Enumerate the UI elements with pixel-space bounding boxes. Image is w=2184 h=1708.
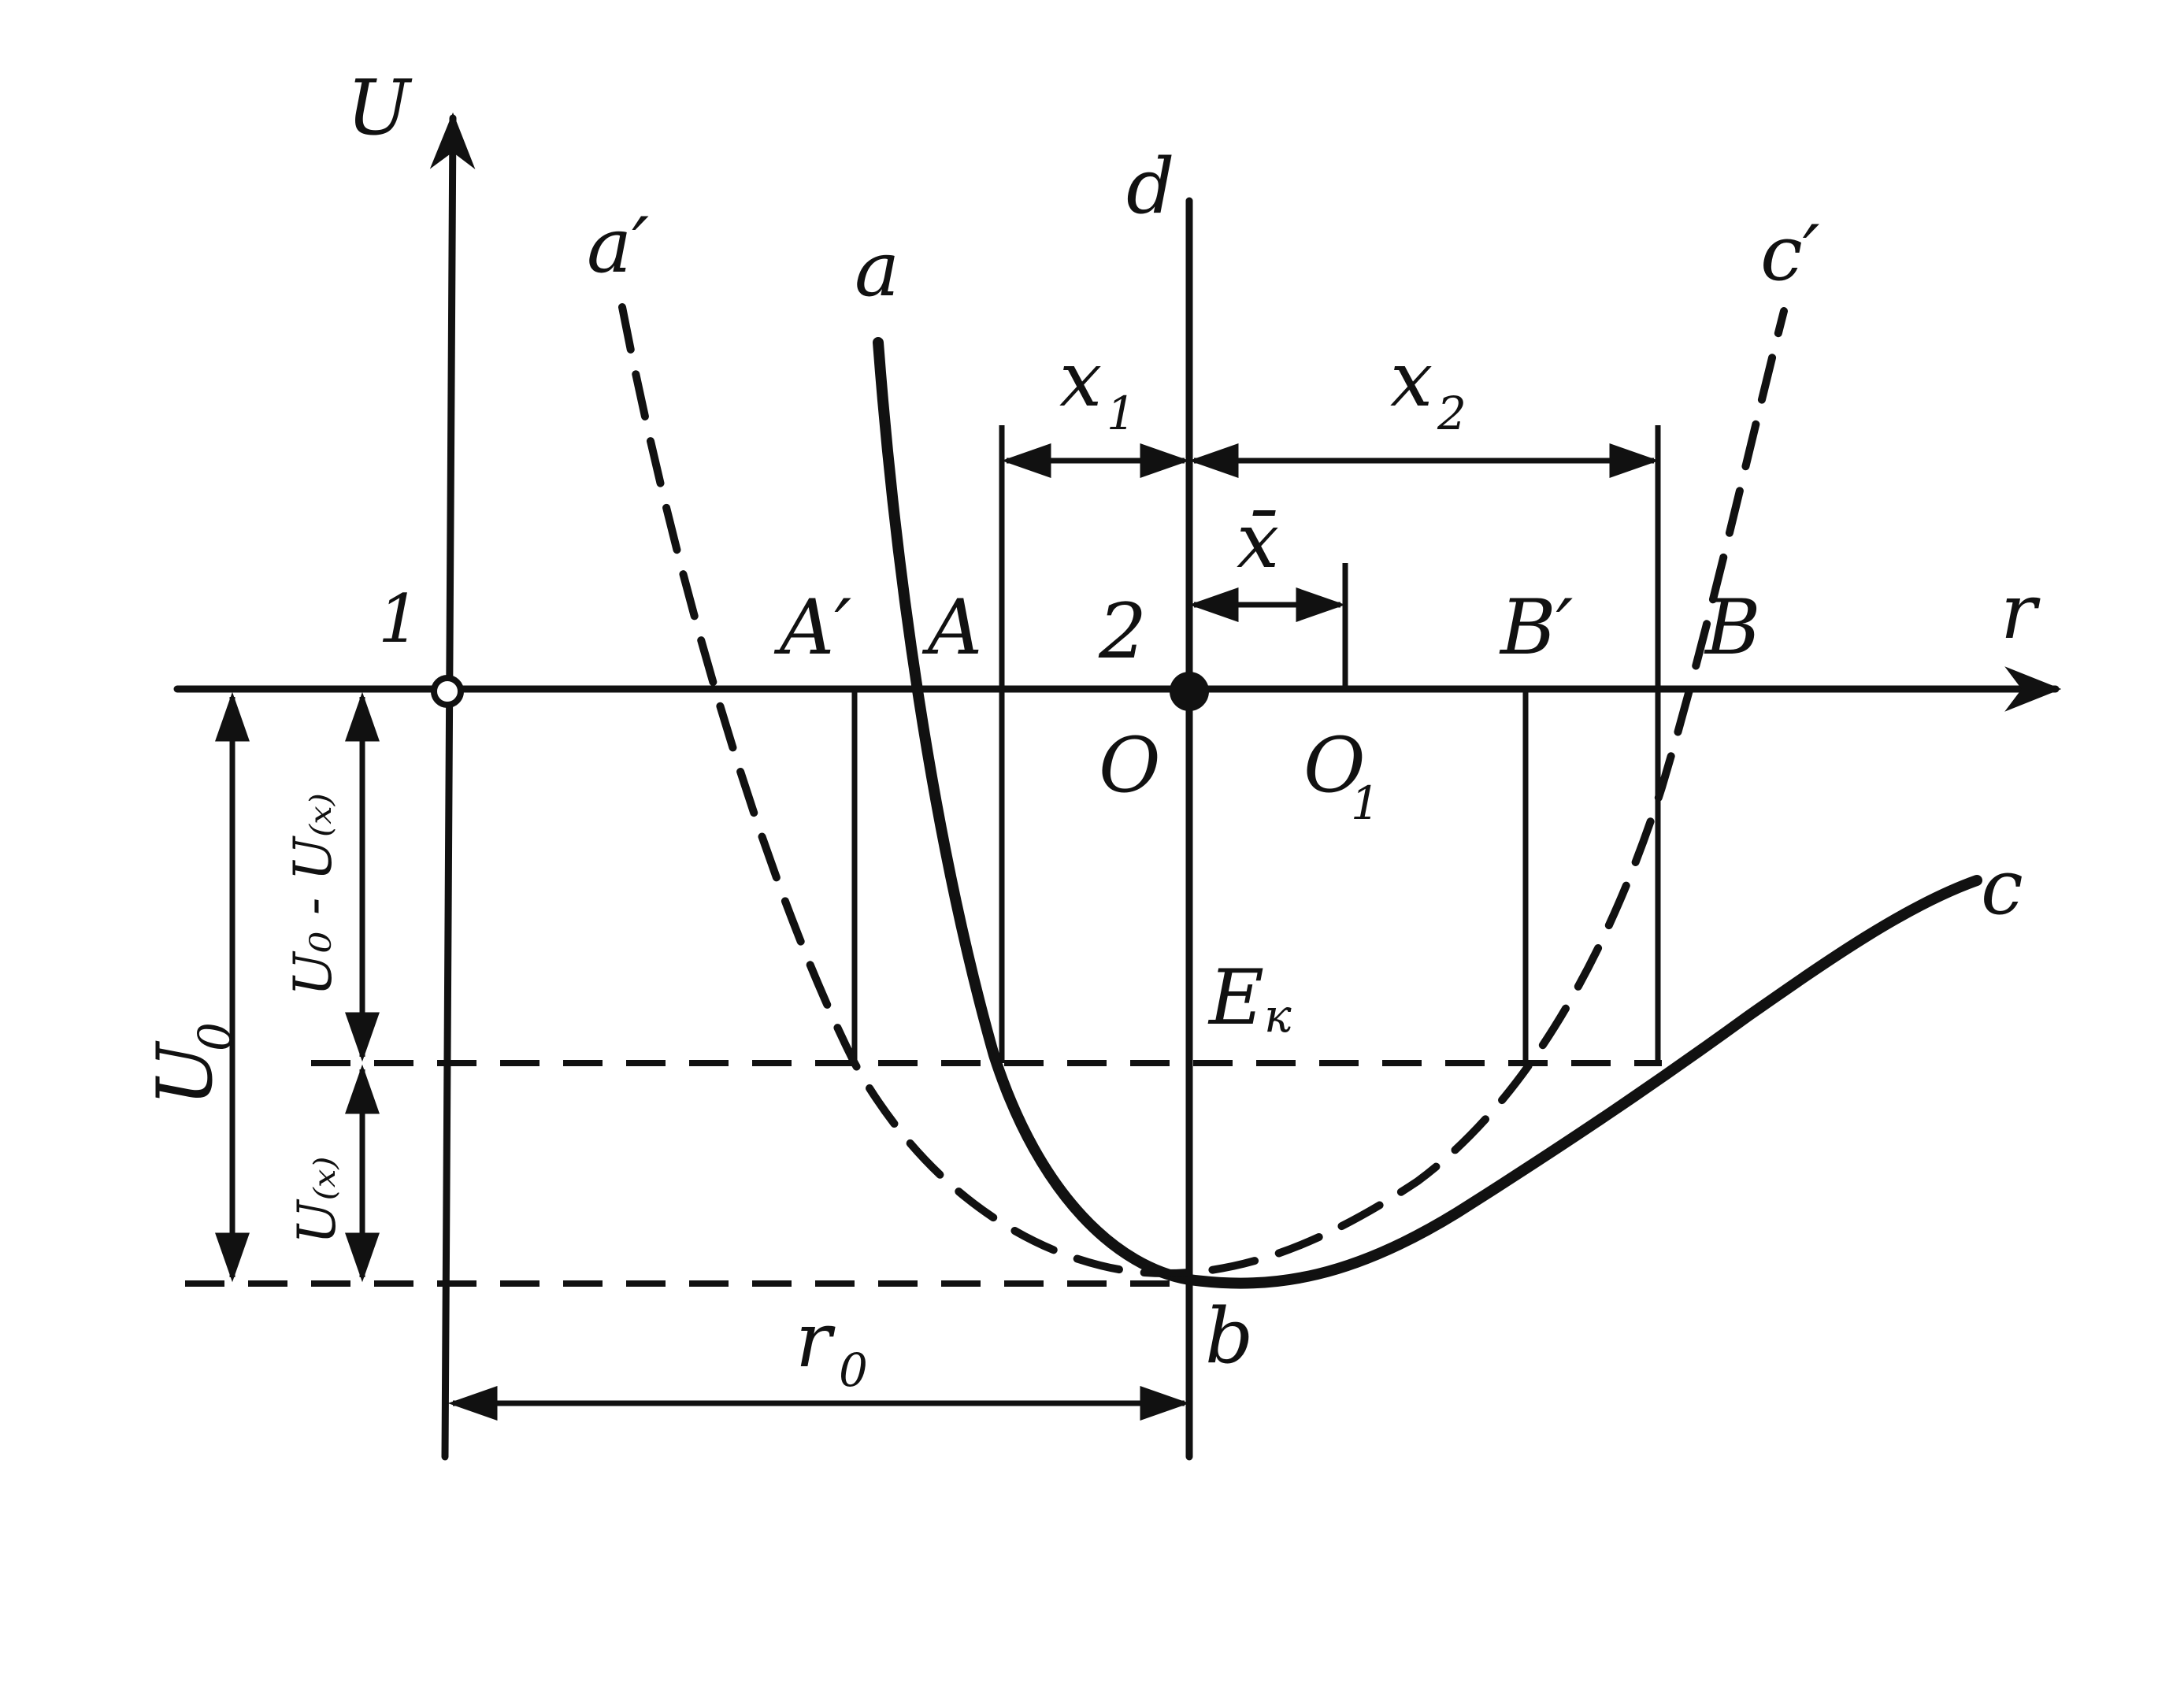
origin-o-label: O [1099, 721, 1161, 810]
u0-sub: 0 [188, 1022, 242, 1051]
point-1-label: 1 [378, 580, 420, 658]
u0-label: U [141, 1040, 229, 1106]
axis-u-label: U [347, 64, 413, 152]
point-b-prime-label: B′ [1499, 584, 1574, 672]
r0-label: r [795, 1296, 836, 1384]
curve-a-label: a [855, 225, 899, 313]
point-b-bottom-label: b [1205, 1292, 1253, 1380]
axis-d-label: d [1126, 143, 1174, 231]
r0-sub: 0 [839, 1343, 868, 1397]
point-2-label: 2 [1098, 587, 1147, 676]
origin-o1-sub: 1 [1351, 776, 1380, 830]
point-1-marker [431, 675, 464, 708]
curve-a-prime-b-c-prime [618, 303, 1788, 1278]
axis-r-label: r [2000, 568, 2041, 656]
point-a-prime-label: A′ [773, 584, 851, 672]
x2-label: x [1390, 335, 1433, 424]
curve-a-prime-label: a′ [587, 202, 649, 290]
point-a-label: A [921, 584, 982, 672]
origin-o1-label: O [1303, 721, 1366, 810]
ux-label: U₍ₓ₎ [287, 1157, 347, 1244]
point-b-label: B [1704, 584, 1761, 672]
x-bar-label: x̄ [1237, 497, 1279, 585]
u0-minus-ux-label: U₀ - U₍ₓ₎ [283, 793, 343, 996]
x1-label: x [1059, 335, 1102, 424]
ek-sub: к [1264, 989, 1292, 1043]
x2-sub: 2 [1437, 387, 1467, 440]
curve-a-b-c [873, 337, 1982, 1289]
point-2-marker [1170, 672, 1209, 711]
curve-c-prime-label: c′ [1760, 209, 1820, 298]
ek-label: E [1207, 954, 1264, 1042]
curve-c-label: c [1981, 843, 2023, 932]
u-axis [429, 112, 476, 1461]
x1-sub: 1 [1107, 387, 1136, 440]
